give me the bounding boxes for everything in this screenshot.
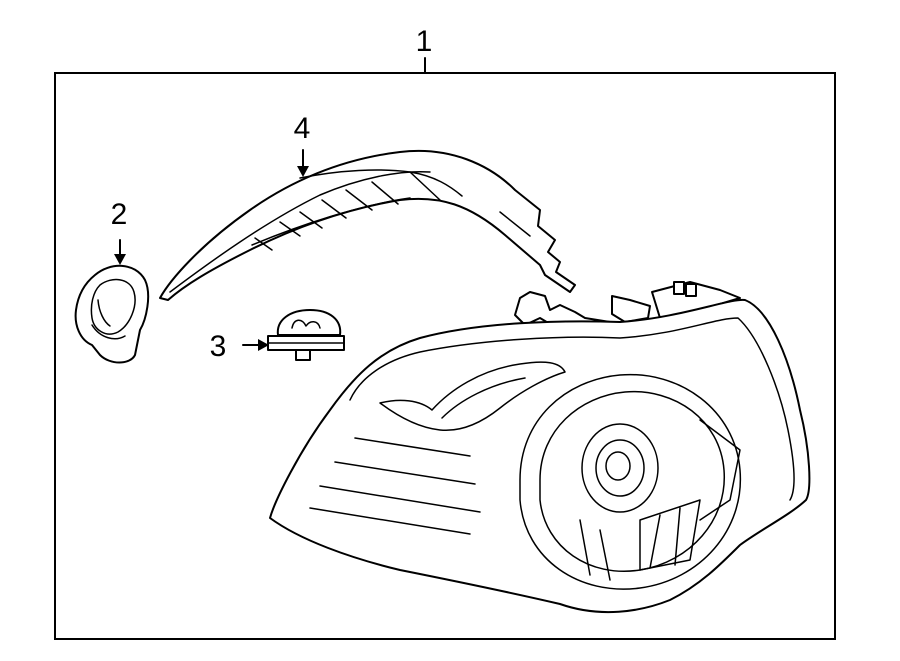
trim-strip-part — [159, 149, 576, 301]
callout-2: 2 — [111, 198, 128, 265]
lamp-assembly-part — [269, 281, 811, 614]
callout-1: 1 — [416, 25, 433, 74]
callout-3-label: 3 — [210, 330, 227, 363]
bulb-part — [267, 309, 345, 361]
callout-4: 4 — [294, 112, 311, 177]
callout-1-label: 1 — [416, 25, 433, 58]
gasket-part — [74, 264, 150, 364]
callout-4-label: 4 — [294, 112, 311, 145]
callout-2-label: 2 — [111, 198, 128, 231]
callout-3: 3 — [210, 330, 269, 363]
diagram-frame — [54, 72, 836, 640]
